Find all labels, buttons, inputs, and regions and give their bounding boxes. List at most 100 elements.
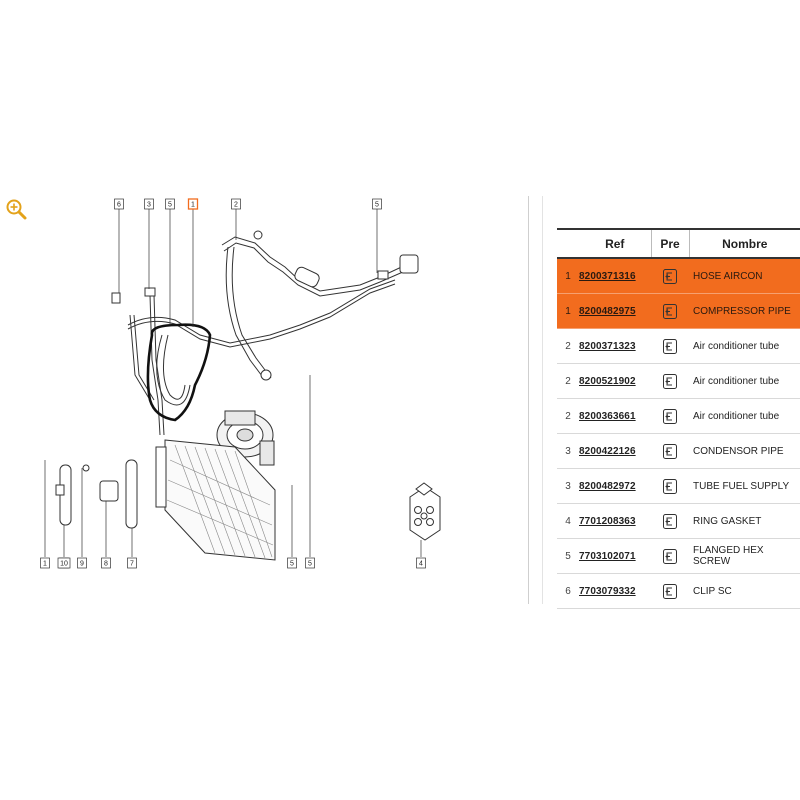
row-pre-cell[interactable] [651, 573, 689, 609]
callout-box [372, 198, 382, 210]
parts-table-header: Ref Pre Nombre [557, 228, 800, 259]
row-ref-link[interactable]: 8200371323 [579, 328, 651, 364]
row-part-name: HOSE AIRCON [689, 258, 800, 294]
exploded-diagram-panel: 6351255519874510 [0, 185, 530, 605]
row-part-name: RING GASKET [689, 503, 800, 539]
part-selection-icon[interactable] [662, 303, 678, 319]
row-ref-link[interactable]: 7703079332 [579, 573, 651, 609]
callout-box [127, 557, 137, 569]
dryer-canister-7 [125, 459, 138, 529]
callout-box [77, 557, 87, 569]
qty-column-header [557, 228, 579, 259]
row-pre-cell[interactable] [651, 503, 689, 539]
callout-label: 10 [60, 561, 68, 568]
row-pre-cell[interactable] [651, 538, 689, 574]
callout-box [101, 557, 111, 569]
row-qty: 1 [557, 258, 579, 294]
row-pre-cell[interactable] [651, 258, 689, 294]
part-selection-icon[interactable] [662, 338, 678, 354]
callout-box [165, 198, 175, 210]
row-qty: 2 [557, 363, 579, 399]
row-qty: 6 [557, 573, 579, 609]
part-selection-icon[interactable] [662, 478, 678, 494]
callout-label: 3 [147, 202, 151, 209]
part-selection-icon[interactable] [662, 443, 678, 459]
callout-label: 6 [117, 202, 121, 209]
row-pre-cell[interactable] [651, 433, 689, 469]
callout-label: 5 [168, 202, 172, 209]
row-ref-link[interactable]: 8200482975 [579, 293, 651, 329]
row-ref-link[interactable]: 8200422126 [579, 433, 651, 469]
zoom-in-icon[interactable] [6, 199, 27, 220]
callout-box [305, 557, 315, 569]
row-part-name: FLANGED HEX SCREW [689, 538, 800, 574]
callout-labels: 6351255519874510 [40, 198, 426, 569]
part-selection-icon[interactable] [662, 548, 678, 564]
row-part-name: Air conditioner tube [689, 328, 800, 364]
row-qty: 5 [557, 538, 579, 574]
panel-divider [528, 196, 529, 604]
row-ref-link[interactable]: 8200521902 [579, 363, 651, 399]
part-selection-icon[interactable] [662, 583, 678, 599]
row-qty: 3 [557, 433, 579, 469]
callout-box [231, 198, 241, 210]
callout-box [114, 198, 124, 210]
part-selection-icon[interactable] [662, 408, 678, 424]
callout-highlight [187, 198, 199, 210]
row-qty: 2 [557, 328, 579, 364]
row-part-name: TUBE FUEL SUPPLY [689, 468, 800, 504]
callout-label: 5 [290, 561, 294, 568]
part-selection-icon[interactable] [662, 513, 678, 529]
filter-cup-8 [99, 480, 119, 502]
row-qty: 1 [557, 293, 579, 329]
row-ref-link[interactable]: 7703102071 [579, 538, 651, 574]
callout-box [57, 557, 71, 569]
part-selection-icon[interactable] [662, 373, 678, 389]
callout-box [416, 557, 426, 569]
row-ref-link[interactable]: 8200363661 [579, 398, 651, 434]
row-pre-cell[interactable] [651, 293, 689, 329]
callout-label: 4 [419, 561, 423, 568]
pre-column-header[interactable]: Pre [650, 228, 689, 259]
callout-label: 7 [130, 561, 134, 568]
callout-label: 2 [234, 202, 238, 209]
row-qty: 2 [557, 398, 579, 434]
ac-exploded-diagram: 6351255519874510 [6, 198, 441, 569]
callout-label: 8 [104, 561, 108, 568]
callout-label: 5 [308, 561, 312, 568]
callout-label: 1 [43, 561, 47, 568]
row-part-name: CLIP SC [689, 573, 800, 609]
part-selection-icon[interactable] [662, 268, 678, 284]
gasket-set-illustration [409, 482, 441, 541]
row-qty: 4 [557, 503, 579, 539]
row-part-name: CONDENSOR PIPE [689, 433, 800, 469]
row-pre-cell[interactable] [651, 363, 689, 399]
row-pre-cell[interactable] [651, 468, 689, 504]
row-pre-cell[interactable] [651, 328, 689, 364]
panel-divider-secondary [542, 196, 543, 604]
row-qty: 3 [557, 468, 579, 504]
condenser-illustration [155, 439, 276, 561]
row-ref-link[interactable]: 7701208363 [579, 503, 651, 539]
ref-column-header[interactable]: Ref [579, 228, 651, 259]
callout-label: 5 [375, 202, 379, 209]
callout-box [144, 198, 154, 210]
row-part-name: Air conditioner tube [689, 363, 800, 399]
row-ref-link[interactable]: 8200371316 [579, 258, 651, 294]
row-pre-cell[interactable] [651, 398, 689, 434]
row-ref-link[interactable]: 8200482972 [579, 468, 651, 504]
callout-label: 9 [80, 561, 84, 568]
callout-label: 1 [191, 202, 195, 209]
name-column-header[interactable]: Nombre [688, 228, 800, 259]
